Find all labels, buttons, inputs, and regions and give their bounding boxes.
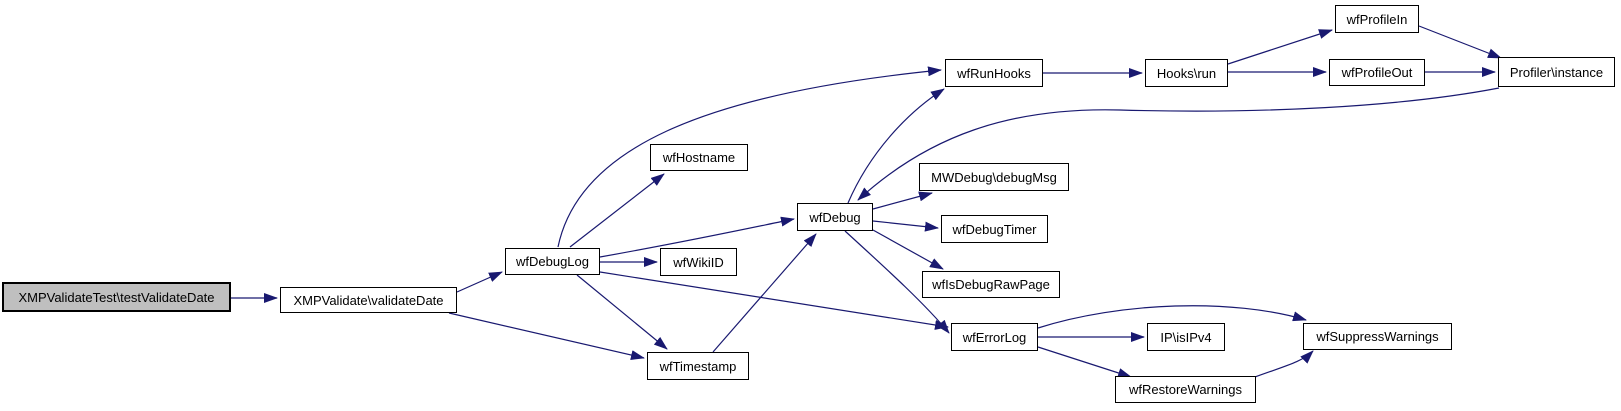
- node-wftimestamp[interactable]: wfTimestamp: [647, 352, 749, 380]
- node-mwdebug-debugmsg[interactable]: MWDebug\debugMsg: [919, 163, 1069, 191]
- node-wfdebuglog[interactable]: wfDebugLog: [505, 248, 600, 275]
- edge-wfdebuglog-to-wfhostname: [569, 173, 665, 248]
- edge-group: [231, 25, 1502, 378]
- node-ip-isipv4[interactable]: IP\isIPv4: [1147, 323, 1225, 351]
- node-wfdebug[interactable]: wfDebug: [797, 203, 873, 231]
- edge-wfdebuglog-to-wfdebug: [599, 216, 795, 258]
- edge-wfdebug-to-wferrorlog: [844, 230, 950, 334]
- node-xmpvalidate-validatedate[interactable]: XMPValidate\validateDate: [280, 287, 457, 313]
- node-wfprofilein[interactable]: wfProfileIn: [1335, 5, 1419, 33]
- node-wfprofileout[interactable]: wfProfileOut: [1329, 59, 1425, 86]
- edge-profiler-instance-to-wfdebug: [857, 87, 1500, 201]
- edge-xmpvalidate-validatedate-to-wfdebuglog: [456, 271, 503, 293]
- node-wfsuppresswarnings[interactable]: wfSuppressWarnings: [1303, 323, 1452, 350]
- edge-wfdebuglog-to-wfrunhooks: [557, 66, 942, 248]
- edge-wfdebug-to-wfrunhooks: [847, 88, 945, 204]
- node-wfdebugtimer[interactable]: wfDebugTimer: [941, 215, 1048, 243]
- node-profiler-instance[interactable]: Profiler\instance: [1498, 57, 1615, 87]
- edge-hooks-run-to-wfprofilein: [1227, 29, 1333, 65]
- node-wfrunhooks[interactable]: wfRunHooks: [945, 59, 1043, 87]
- edge-wfdebug-to-mwdebug-debugmsg: [872, 191, 933, 210]
- node-xmpvalidatetest-testvalidatedate[interactable]: XMPValidateTest\testValidateDate: [2, 282, 231, 312]
- edge-wferrorlog-to-wfrestorewarnings: [1037, 346, 1132, 378]
- node-wfwikiid[interactable]: wfWikiID: [660, 248, 737, 276]
- edge-wferrorlog-to-wfsuppresswarnings: [1037, 305, 1307, 329]
- edge-wfdebuglog-to-wferrorlog: [599, 271, 949, 330]
- edge-wfdebug-to-wfisdebugrawpage: [872, 229, 944, 270]
- edge-wftimestamp-to-wfdebug: [712, 233, 817, 353]
- node-wfisdebugrawpage[interactable]: wfIsDebugRawPage: [922, 271, 1060, 298]
- node-wferrorlog[interactable]: wfErrorLog: [951, 323, 1038, 351]
- node-wfrestorewarnings[interactable]: wfRestoreWarnings: [1115, 376, 1256, 403]
- edge-wfrestorewarnings-to-wfsuppresswarnings: [1254, 350, 1314, 378]
- edge-wfprofilein-to-profiler-instance: [1418, 25, 1502, 59]
- edge-xmpvalidate-validatedate-to-wftimestamp: [448, 312, 645, 360]
- node-hooks-run[interactable]: Hooks\run: [1145, 59, 1228, 87]
- node-wfhostname[interactable]: wfHostname: [650, 144, 748, 171]
- edge-wfdebug-to-wfdebugtimer: [872, 220, 939, 232]
- edge-wfdebuglog-to-wftimestamp: [576, 274, 668, 350]
